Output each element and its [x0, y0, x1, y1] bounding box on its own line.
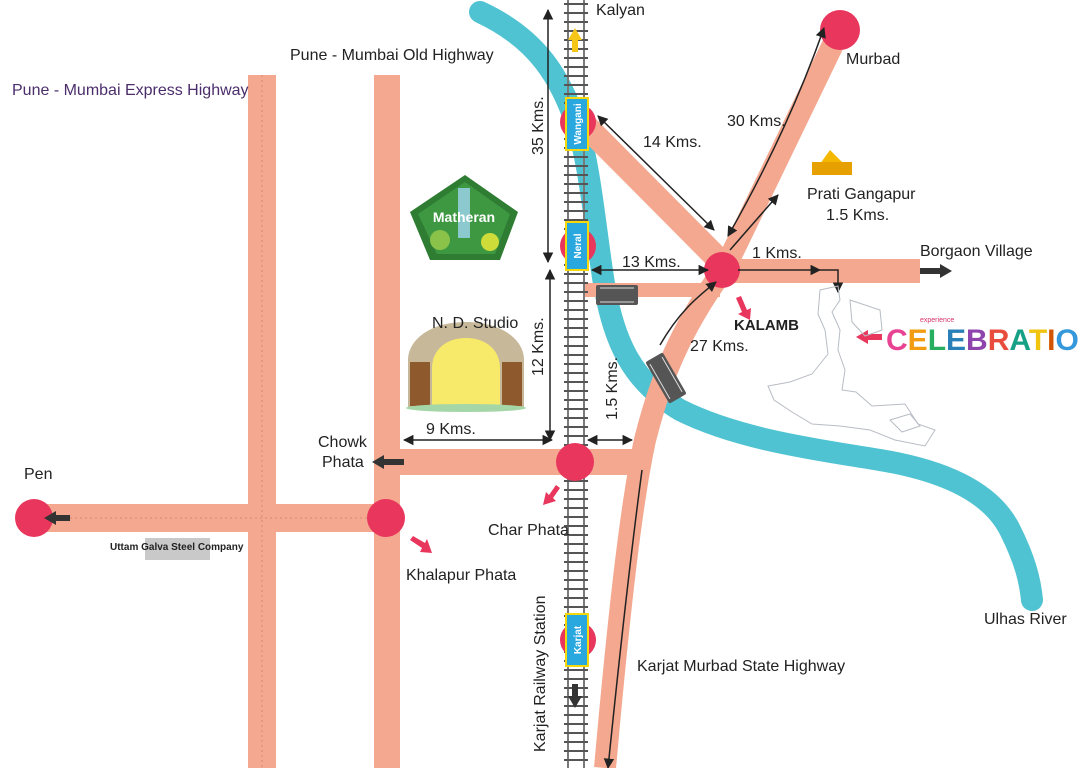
celebrations-letter: E [908, 324, 928, 357]
chowk-road [385, 449, 640, 475]
celebrations-letter: N [1079, 324, 1080, 357]
celebrations-letter: I [1047, 324, 1055, 357]
temple-icon [812, 150, 852, 175]
distance-arrows [402, 8, 844, 768]
pen-label: Pen [24, 466, 52, 483]
karjat-station-label: Karjat Railway Station [532, 595, 549, 752]
matheran-badge[interactable]: Matheran [410, 175, 518, 260]
chowk-arrow [372, 455, 404, 469]
uttam-marker [145, 538, 210, 560]
expressway-label: Pune - Mumbai Express Highway [12, 82, 249, 99]
ulhas-river [469, 1, 1043, 611]
distance-12: 12 Kms. [530, 317, 547, 376]
khalapur-red-arrow [410, 536, 432, 553]
distance-1-5: 1.5 Kms. [604, 357, 621, 420]
prati-gangapur-distance: 1.5 Kms. [826, 207, 889, 224]
distance-30: 30 Kms. [727, 113, 786, 130]
kalamb-red-arrow [736, 296, 751, 320]
celebrations-tagline: experience [920, 317, 954, 324]
station-label-neral: Neral [573, 233, 584, 258]
map-labels: Pune - Mumbai Express Highway Pune - Mum… [12, 2, 1067, 752]
chowk-label-line1: Chowk [318, 434, 368, 451]
direction-arrows [44, 28, 952, 708]
celebrations-letter: C [886, 324, 908, 357]
prati-gangapur-label: Prati Gangapur [807, 186, 916, 203]
matheran-label: Matheran [433, 209, 495, 225]
state-highway-road [594, 265, 731, 768]
station-label-wangani: Wangani [573, 103, 584, 145]
pen-node [15, 499, 53, 537]
station-label-karjat: Karjat [573, 625, 584, 654]
kalyan-arrow [568, 28, 582, 52]
nd-studio-label: N. D. Studio [432, 315, 518, 332]
khalapur-node [367, 499, 405, 537]
distance-13: 13 Kms. [622, 254, 681, 271]
bridge-highway [646, 352, 686, 404]
borgaon-arrow [920, 264, 952, 278]
murbad-node [820, 10, 860, 50]
celebrations-letter: R [988, 324, 1010, 357]
kalyan-label: Kalyan [596, 2, 645, 19]
celebrations-letter: A [1009, 324, 1030, 357]
karjat-down-arrow [568, 684, 582, 708]
ulhas-river-label: Ulhas River [984, 611, 1067, 628]
chowk-label-line2: Phata [322, 454, 364, 471]
old-highway-road [374, 75, 400, 768]
murbad-road [714, 25, 850, 275]
kalamb-road-east [720, 259, 920, 283]
distance-27: 27 Kms. [690, 338, 749, 355]
distance-1: 1 Kms. [752, 245, 802, 262]
bridge-neral [596, 285, 638, 305]
station-neral[interactable]: Neral [565, 221, 589, 271]
celebrations-red-arrow [856, 330, 882, 344]
celebrations-letter: E [946, 324, 966, 357]
nd-studio-icon[interactable] [406, 322, 526, 412]
celebrations-logo[interactable]: experience CELEBRATIONS [886, 317, 1080, 357]
old-highway-label: Pune - Mumbai Old Highway [290, 47, 494, 64]
distance-14: 14 Kms. [643, 134, 702, 151]
char-phata-node [556, 443, 594, 481]
station-karjat[interactable]: Karjat [565, 613, 589, 667]
station-wangani[interactable]: Wangani [565, 97, 589, 151]
state-highway-label: Karjat Murbad State Highway [637, 658, 845, 675]
khalapur-label: Khalapur Phata [406, 567, 516, 584]
kalamb-node [704, 252, 740, 288]
pen-arrow [44, 511, 70, 525]
resort-outline [767, 285, 936, 447]
celebrations-letter: O [1056, 324, 1079, 357]
celebrations-name: CELEBRATIONS [886, 324, 1080, 357]
char-phata-label: Char Phata [488, 522, 569, 539]
murbad-label: Murbad [846, 51, 900, 68]
celebrations-letter: T [1029, 324, 1047, 357]
char-phata-red-arrow [543, 485, 560, 505]
kalamb-label: KALAMB [734, 317, 799, 334]
borgaon-label: Borgaon Village [920, 243, 1033, 260]
distance-35: 35 Kms. [530, 96, 547, 155]
uttam-label: Uttam Galva Steel Company [110, 542, 244, 553]
celebrations-letter: B [966, 324, 988, 357]
celebrations-letter: L [928, 324, 946, 357]
distance-9: 9 Kms. [426, 421, 476, 438]
